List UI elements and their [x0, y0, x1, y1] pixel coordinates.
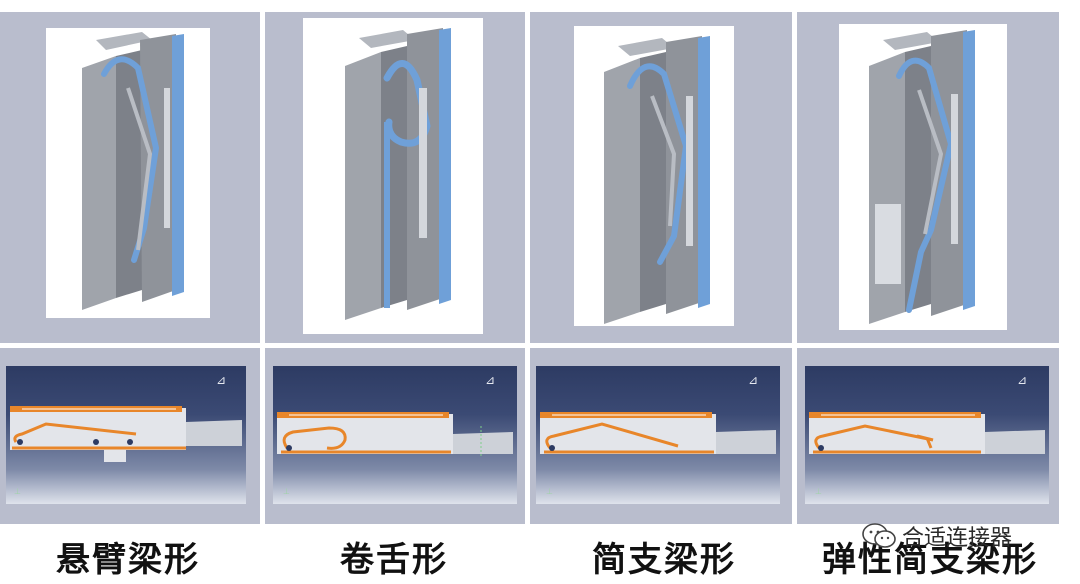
watermark-text: 合适连接器: [902, 526, 1013, 551]
cad-card: [839, 24, 1007, 330]
watermark: 合适连接器: [862, 520, 1012, 552]
panel-sim-elastic-simply-supported: ⊿ ⊥: [797, 348, 1059, 524]
label-curled: 卷舌形: [340, 540, 448, 580]
panel-cad-simply-supported: [530, 12, 792, 343]
panel-sim-simply-supported: ⊿ ⊥: [530, 348, 792, 524]
curled-cad-model: [345, 28, 451, 320]
panel-sim-curled: ⊿ ⊥: [265, 348, 525, 524]
svg-text:⊿: ⊿: [748, 373, 758, 387]
cad-card: [46, 28, 210, 318]
cantilever-section-view: ⊿ ⊥: [10, 373, 242, 496]
panel-cad-elastic-simply-supported: [797, 12, 1059, 343]
wechat-icon: [862, 523, 896, 548]
label-elastic-simply-supported: 弹性简支梁形: [822, 540, 1038, 580]
sim-view: ⊿ ⊥: [536, 366, 780, 504]
curled-section-view: ⊿ ⊥: [277, 373, 513, 496]
svg-text:⊥: ⊥: [283, 487, 290, 496]
cad-card: [303, 18, 483, 334]
panel-sim-cantilever: ⊿ ⊥: [0, 348, 260, 524]
sim-view: ⊿ ⊥: [805, 366, 1049, 504]
cantilever-cad-model: [82, 32, 184, 310]
svg-text:⊿: ⊿: [216, 373, 226, 387]
panel-cad-cantilever: [0, 12, 260, 343]
svg-text:⊥: ⊥: [815, 487, 822, 496]
sim-view: ⊿ ⊥: [6, 366, 246, 504]
label-simply-supported: 简支梁形: [592, 540, 736, 580]
elastic-simply-supported-cad-model: [869, 30, 975, 324]
cad-card: [574, 26, 734, 326]
svg-text:⊥: ⊥: [14, 487, 21, 496]
simply-supported-cad-model: [604, 36, 710, 324]
elastic-simply-supported-section-view: ⊿ ⊥: [809, 373, 1045, 496]
panel-cad-curled: [265, 12, 525, 343]
sim-view: ⊿ ⊥: [273, 366, 517, 504]
svg-text:⊿: ⊿: [485, 373, 495, 387]
svg-text:⊿: ⊿: [1017, 373, 1027, 387]
svg-text:⊥: ⊥: [546, 487, 553, 496]
simply-supported-section-view: ⊿ ⊥: [540, 373, 776, 496]
label-cantilever: 悬臂梁形: [56, 540, 200, 580]
